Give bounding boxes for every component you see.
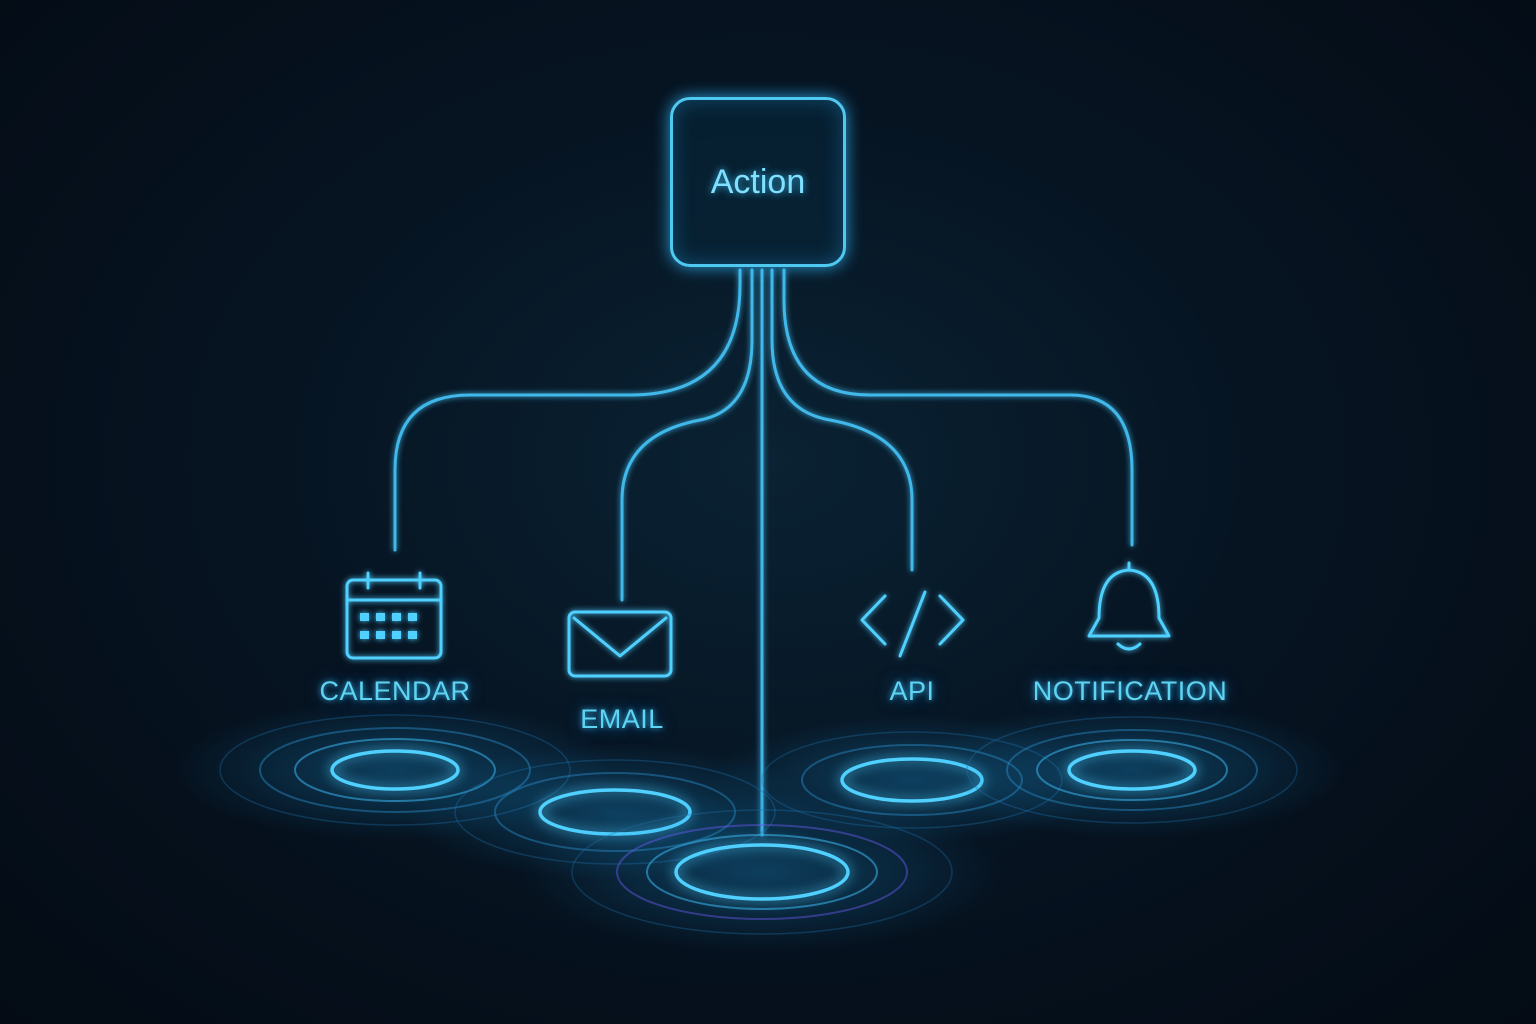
envelope-icon [567, 610, 673, 678]
notification-label: NOTIFICATION [1032, 676, 1228, 706]
bell-icon [1087, 561, 1171, 651]
calendar-icon [345, 571, 443, 660]
connector-api [770, 268, 914, 572]
calendar-label: CALENDAR [319, 676, 471, 706]
action-label: Action [710, 162, 806, 201]
code-brackets-icon [860, 590, 965, 658]
email-label: EMAIL [580, 704, 664, 734]
action-node: Action [670, 97, 846, 267]
connector-calendar [393, 268, 742, 552]
pad-notification [922, 702, 1342, 838]
connector-notification [782, 268, 1134, 547]
connector-email [620, 268, 754, 602]
api-label: API [889, 676, 935, 706]
